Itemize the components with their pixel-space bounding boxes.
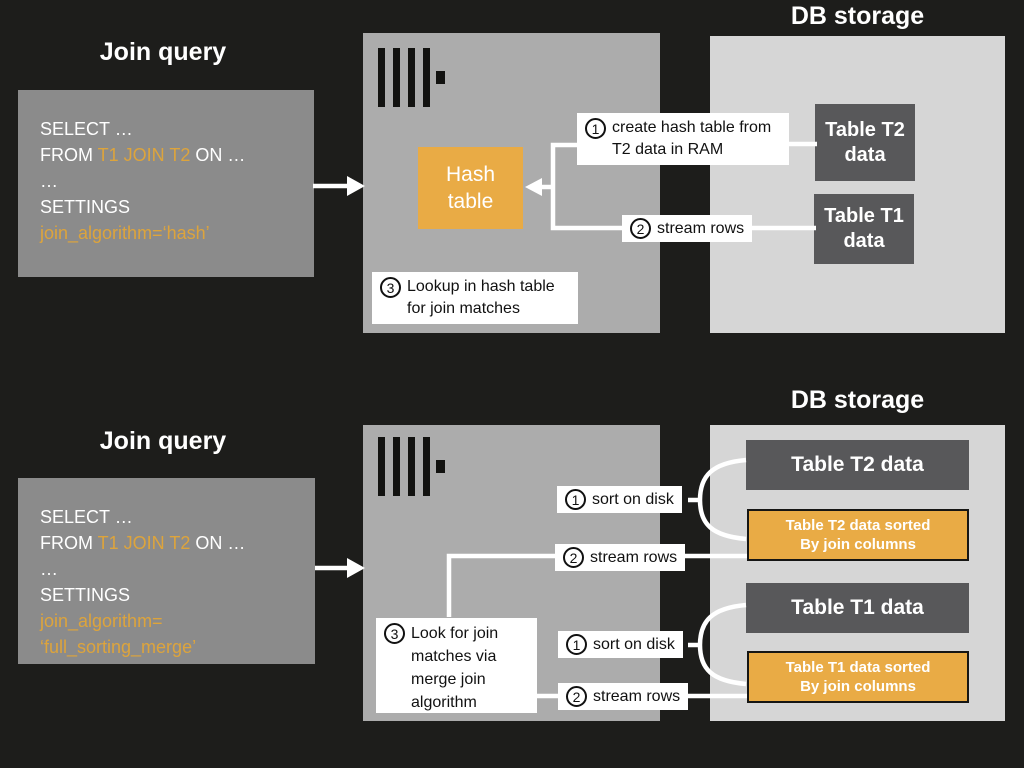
sql-line: …	[40, 171, 58, 191]
bottom-db-storage-title: DB storage	[790, 386, 925, 414]
clickhouse-logo-icon	[378, 437, 448, 496]
circled-number-icon: 3	[380, 277, 401, 298]
sql-line: SETTINGS	[40, 585, 131, 605]
top-db-storage-title: DB storage	[790, 2, 925, 30]
sql-line: SELECT …	[40, 119, 133, 139]
step1-sort-on-disk-label-t1: 1 sort on disk	[558, 631, 683, 658]
sql-line: FROM T1 JOIN T2 ON …	[40, 533, 246, 553]
sql-line-setting: join_algorithm=	[40, 611, 163, 631]
step1-sort-on-disk-label-t2: 1 sort on disk	[557, 486, 682, 513]
circled-number-icon: 2	[566, 686, 587, 707]
top-query-box: SELECT … FROM T1 JOIN T2 ON … … SETTINGS…	[18, 90, 314, 277]
bottom-query-box: SELECT … FROM T1 JOIN T2 ON … … SETTINGS…	[18, 478, 315, 664]
top-join-query-title: Join query	[99, 38, 227, 66]
step2-stream-rows-label-t1: 2 stream rows	[558, 683, 689, 710]
circled-number-icon: 1	[585, 118, 606, 139]
circled-number-icon: 2	[563, 547, 584, 568]
step3-lookup-label: 3 Lookup in hash table for join matches	[372, 272, 578, 324]
sql-line: SETTINGS	[40, 197, 131, 217]
sql-line: …	[40, 559, 58, 579]
circled-number-icon: 3	[384, 623, 405, 644]
step3-merge-join-label: 3 Look for join matches via merge join a…	[376, 618, 537, 713]
clickhouse-logo-icon	[378, 48, 448, 107]
sql-line-setting: ‘full_sorting_merge’	[40, 637, 197, 657]
sql-line: SELECT …	[40, 507, 133, 527]
table-t1-data-box: Table T1 data	[746, 583, 969, 633]
hash-table-box: Hash table	[418, 147, 523, 229]
table-t2-data-box: Table T2 data	[746, 440, 969, 490]
circled-number-icon: 2	[630, 218, 651, 239]
top-db-storage-box	[710, 36, 1005, 333]
step1-create-hash-table-label: 1 create hash table from T2 data in RAM	[577, 113, 789, 165]
step2-stream-rows-label-t2: 2 stream rows	[555, 544, 686, 571]
bottom-join-query-title: Join query	[99, 427, 227, 455]
sql-line: FROM T1 JOIN T2 ON …	[40, 145, 246, 165]
step2-stream-rows-label: 2 stream rows	[622, 215, 753, 242]
circled-number-icon: 1	[565, 489, 586, 510]
circled-number-icon: 1	[566, 634, 587, 655]
sql-line-setting: join_algorithm=‘hash’	[40, 223, 210, 243]
